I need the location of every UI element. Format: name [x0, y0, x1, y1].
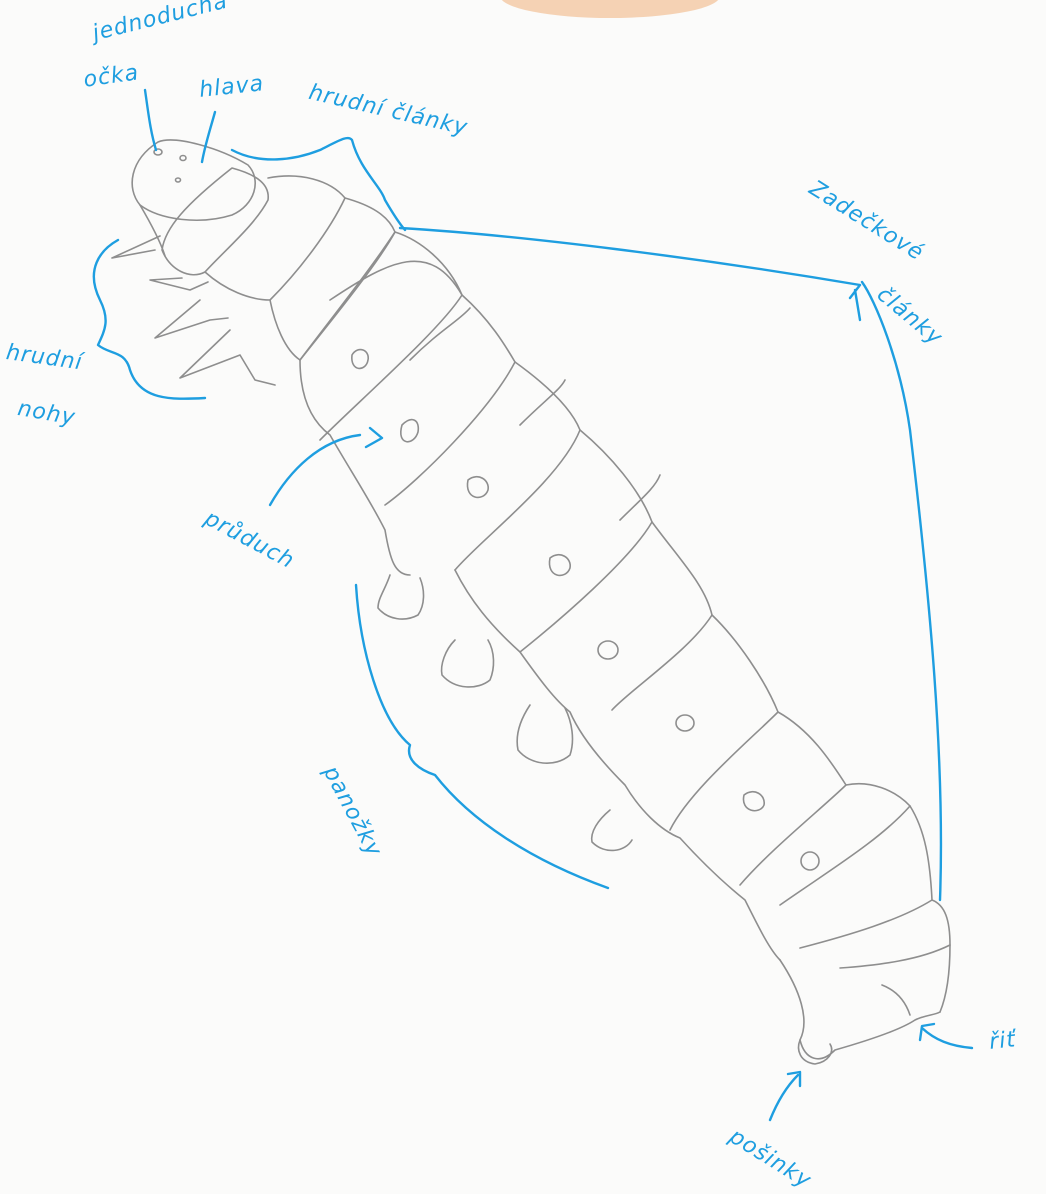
subsegment-line	[520, 380, 565, 425]
simple-eye	[176, 178, 181, 182]
spiracle	[676, 715, 694, 731]
spiracle-leader	[270, 435, 360, 505]
anus-arrow	[922, 1028, 972, 1048]
segment-divider	[612, 615, 712, 710]
anus-label: řiť	[988, 1027, 1017, 1055]
proleg	[378, 575, 424, 619]
proleg	[442, 640, 494, 687]
label-leaders	[94, 90, 972, 1120]
spiracle-arrowhead	[366, 428, 382, 447]
segment-divider	[520, 522, 652, 652]
spiracle	[743, 792, 764, 811]
ventral-line	[455, 570, 780, 960]
simple-eye	[180, 156, 186, 161]
thoracic-segment-1	[162, 168, 268, 275]
subsegment-line	[410, 308, 470, 360]
segment-divider	[455, 430, 580, 570]
bracket-tick	[855, 290, 860, 320]
abdominal-segments-bracket	[400, 228, 941, 900]
spiracle	[598, 641, 618, 659]
segment-divider	[320, 295, 462, 440]
abdomen-dorsal-outline	[395, 232, 950, 1012]
segment-divider	[800, 900, 932, 948]
proleg	[517, 705, 572, 763]
spiracle	[352, 350, 368, 369]
claspers-shape	[799, 1040, 832, 1064]
spiracle	[401, 420, 419, 442]
claspers-arrow	[770, 1075, 798, 1120]
segment-divider	[385, 362, 515, 505]
thoracic-leg	[150, 278, 208, 290]
orange-stain	[500, 0, 720, 18]
segment-divider	[670, 712, 778, 830]
proleg	[592, 810, 632, 850]
segment-divider	[780, 806, 910, 905]
spiracle	[549, 555, 570, 576]
anal-segment	[780, 960, 940, 1059]
abdomen-ventral-outline	[300, 360, 410, 575]
spiracle	[467, 477, 488, 498]
simple-eyes-leader	[145, 90, 156, 150]
thoracic-leg	[155, 300, 228, 338]
thoracic-leg	[112, 236, 160, 258]
segment-divider	[840, 945, 950, 968]
spiracle	[801, 852, 819, 870]
head-leader	[202, 112, 215, 162]
prolegs-bracket	[356, 585, 608, 888]
thoracic-segment-2	[205, 176, 345, 300]
anal-fold	[882, 985, 910, 1015]
thoracic-leg	[180, 330, 275, 385]
